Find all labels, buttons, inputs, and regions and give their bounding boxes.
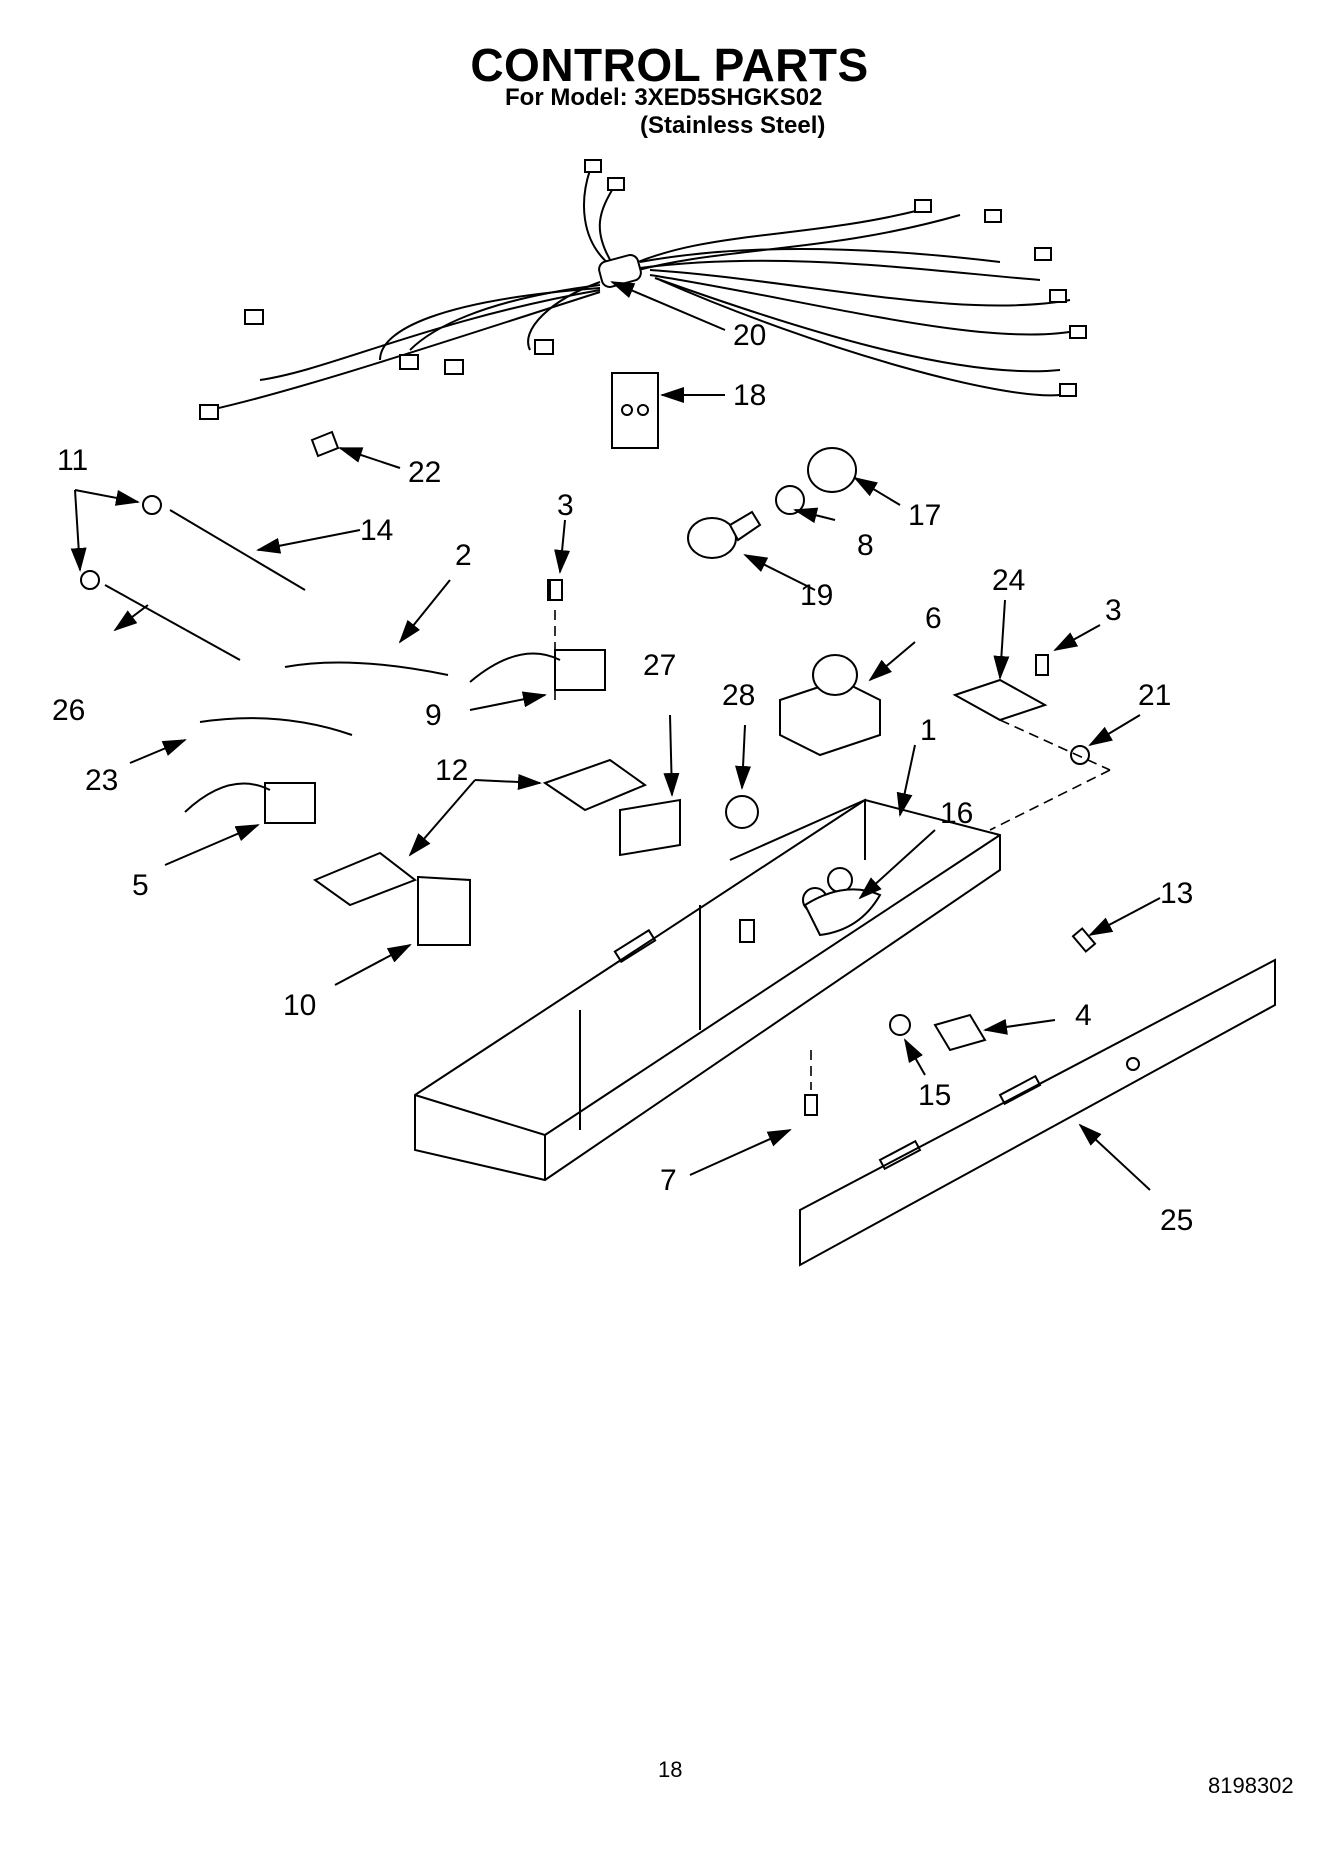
callout-18: 18 xyxy=(733,379,766,412)
screw xyxy=(549,579,563,601)
callout-21: 21 xyxy=(1138,679,1171,712)
thermostat xyxy=(952,678,1048,722)
page-title: CONTROL PARTS xyxy=(470,39,869,91)
bracket xyxy=(312,851,418,907)
callout-8: 8 xyxy=(857,529,874,562)
callout-22: 22 xyxy=(408,456,441,489)
tube-cap xyxy=(142,495,162,515)
callout-23: 23 xyxy=(85,764,118,797)
switch-assembly xyxy=(469,579,606,700)
callout-11: 11 xyxy=(57,444,88,477)
callout-28: 28 xyxy=(722,679,755,712)
page-number: 18 xyxy=(658,1757,683,1782)
defrost-timer xyxy=(779,654,881,757)
callout-20: 20 xyxy=(733,319,766,352)
callout-2: 2 xyxy=(455,539,472,572)
socket-bracket xyxy=(807,447,857,493)
label xyxy=(619,798,681,857)
screw xyxy=(1035,654,1049,676)
leader-arrows xyxy=(70,281,1161,1191)
finish-line: (Stainless Steel) xyxy=(640,112,826,139)
bracket xyxy=(542,758,648,812)
grommet xyxy=(725,795,759,829)
callout-4: 4 xyxy=(1075,999,1092,1032)
callout-14: 14 xyxy=(360,514,393,547)
label xyxy=(417,875,471,946)
callout-10: 10 xyxy=(283,989,316,1022)
callout-6: 6 xyxy=(925,602,942,635)
callout-15: 15 xyxy=(918,1079,951,1112)
mounting-plate xyxy=(611,372,659,449)
trim-panel xyxy=(799,958,1276,1267)
callout-5: 5 xyxy=(132,869,149,902)
callout-1: 1 xyxy=(920,714,937,747)
model-line: For Model: 3XED5SHGKS02 xyxy=(505,84,823,111)
callout-labels: 1 2 3 3 4 5 6 7 8 9 10 11 12 13 14 15 16… xyxy=(52,319,1193,1237)
callout-17: 17 xyxy=(908,499,941,532)
callout-16: 16 xyxy=(940,797,973,830)
callout-3: 3 xyxy=(557,489,574,522)
light-socket xyxy=(775,485,805,515)
switch-assembly xyxy=(184,782,316,824)
document-number: 8198302 xyxy=(1208,1773,1294,1798)
tube-cap xyxy=(80,570,100,590)
control-knob-switch xyxy=(933,1013,987,1052)
callout-9: 9 xyxy=(425,699,442,732)
screw xyxy=(1071,927,1097,953)
capillary-tube xyxy=(169,509,306,591)
indicator-light xyxy=(889,1014,911,1036)
capillary-tube xyxy=(104,584,241,661)
callout-25: 25 xyxy=(1160,1204,1193,1237)
callout-7: 7 xyxy=(660,1164,677,1197)
screw xyxy=(804,1050,818,1116)
hose xyxy=(284,661,449,676)
callout-26: 26 xyxy=(52,694,85,727)
clip-21 xyxy=(1070,745,1090,765)
callout-19: 19 xyxy=(800,579,833,612)
hose xyxy=(199,717,353,736)
clip xyxy=(310,430,340,458)
wire-harness xyxy=(199,159,1087,420)
callout-13: 13 xyxy=(1160,877,1193,910)
callout-24: 24 xyxy=(992,564,1025,597)
light-bulb xyxy=(687,517,737,559)
callout-3: 3 xyxy=(1105,594,1122,627)
callout-27: 27 xyxy=(643,649,676,682)
control-housing xyxy=(414,798,1001,1182)
callout-12: 12 xyxy=(435,754,468,787)
